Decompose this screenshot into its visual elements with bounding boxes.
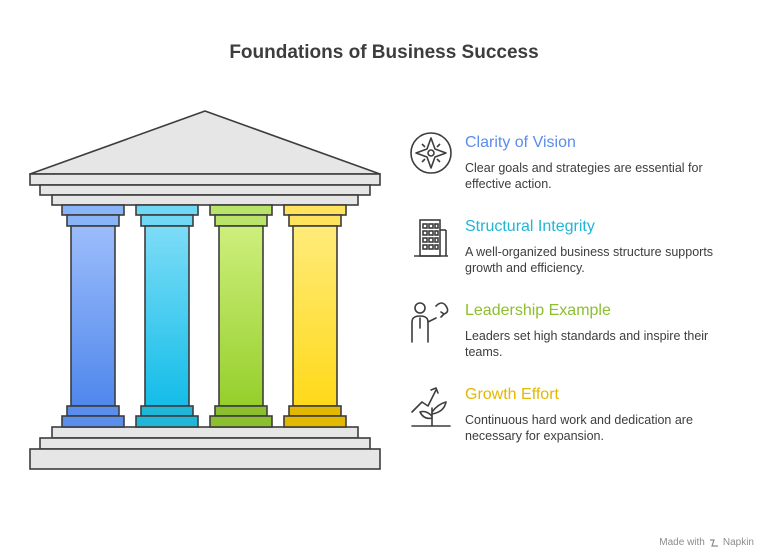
- pillar-2: [135, 204, 199, 428]
- napkin-logo-icon: [709, 538, 718, 547]
- temple-step-top: [51, 426, 359, 439]
- made-with-label: Made with: [659, 537, 705, 548]
- pillar-heading: Growth Effort: [465, 386, 559, 403]
- leader-icon: [411, 302, 449, 343]
- pillar-1: [61, 204, 125, 428]
- temple-roof-beam: [29, 173, 381, 186]
- temple-frieze: [51, 194, 359, 206]
- pillar-heading: Leadership Example: [465, 302, 611, 319]
- pillar-description: Continuous hard work and dedication are …: [465, 413, 693, 443]
- temple-roof: [29, 110, 381, 175]
- compass-icon: [410, 132, 452, 174]
- temple-architrave: [39, 184, 371, 196]
- building-icon: [414, 219, 448, 257]
- pillar-heading: Structural Integrity: [465, 218, 595, 235]
- pillar-description: A well-organized business structure supp…: [465, 245, 714, 275]
- napkin-brand: Napkin: [722, 537, 754, 548]
- pillar-heading: Clarity of Vision: [465, 134, 576, 151]
- page-title: Foundations of Business Success: [229, 42, 539, 63]
- pillar-3: [209, 204, 273, 428]
- growth-plant-icon: [411, 387, 451, 427]
- pillar-item-structural-integrity: Structural Integrity A well-organized bu…: [408, 214, 748, 275]
- pillar-description: Leaders set high standards and inspire t…: [465, 329, 709, 359]
- pillar-4: [283, 204, 347, 428]
- pillar-item-clarity-of-vision: Clarity of Vision Clear goals and strate…: [408, 130, 748, 191]
- pillar-description: Clear goals and strategies are essential…: [465, 161, 703, 191]
- pillar-item-growth-effort: Growth Effort Continuous hard work and d…: [408, 382, 748, 443]
- pillar-item-leadership-example: Leadership Example Leaders set high stan…: [408, 298, 748, 359]
- temple-step-bottom: [29, 448, 381, 470]
- footer-credit: Made with Napkin: [659, 537, 754, 548]
- temple-step-middle: [39, 437, 371, 450]
